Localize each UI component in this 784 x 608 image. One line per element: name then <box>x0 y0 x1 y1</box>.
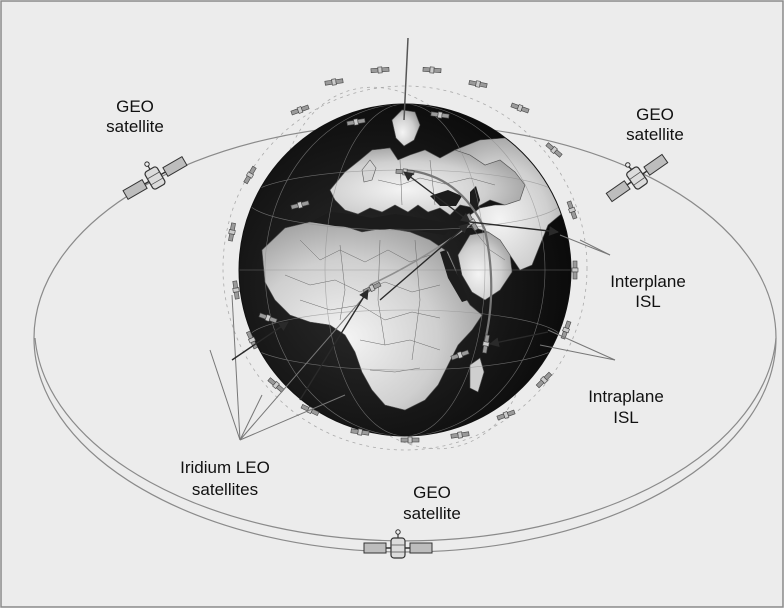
interplane-label-line1: Interplane <box>610 272 686 291</box>
intraplane-isl-arrow <box>403 171 471 223</box>
leo-pointer-arrow-3 <box>379 223 469 301</box>
intraplane-label-line1: Intraplane <box>588 387 664 406</box>
geo-left-label-line2: satellite <box>106 117 164 136</box>
interplane-label-line2: ISL <box>635 292 661 311</box>
leo-pointer-arrow-2 <box>299 289 369 401</box>
intraplane-pointer-arrow <box>489 331 549 348</box>
earth-globe <box>238 103 572 437</box>
pointer-lines <box>209 234 616 441</box>
polar-axis <box>403 37 409 121</box>
intraplane-label-line2: ISL <box>613 408 639 427</box>
leo-orbit-outer <box>222 85 588 451</box>
geo-left-label-line1: GEO <box>116 97 154 116</box>
sea-mediterranean <box>310 212 455 235</box>
sea-caspian <box>470 186 480 212</box>
isl-arrows <box>231 171 559 401</box>
geo-bottom-label-line2: satellite <box>403 504 461 523</box>
geo-bottom-label-line1: GEO <box>413 483 451 502</box>
geo-right-label-line1: GEO <box>636 105 674 124</box>
interplane-isl-arrow <box>469 221 559 236</box>
iridium-label-line1: Iridium LEO <box>180 458 270 477</box>
sea-red <box>440 250 468 302</box>
iridium-label-line2: satellites <box>192 480 258 499</box>
leo-pointer-arrow-1 <box>231 321 289 361</box>
geo-right-label-line2: satellite <box>626 125 684 144</box>
